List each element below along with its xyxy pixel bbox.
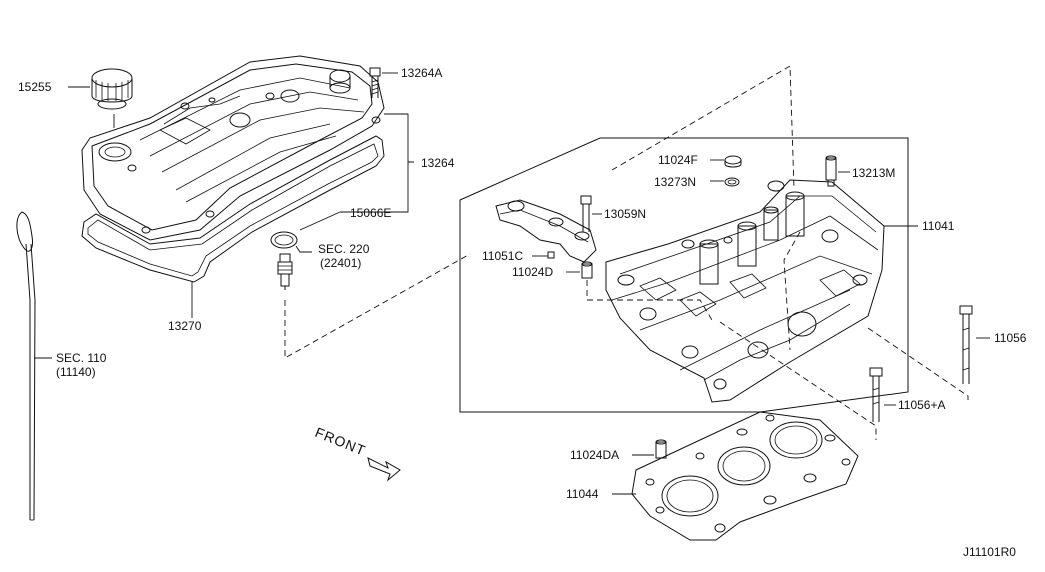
plug-11051c (547, 251, 555, 259)
label-13059n: 13059N (604, 207, 646, 221)
o-ring-13273n (724, 177, 740, 187)
head-bolt-11056a (869, 367, 883, 422)
label-11041: 11041 (922, 219, 955, 233)
label-15066e: 15066E (350, 206, 391, 220)
part-labels: 15255 13264A 13264 15066E SEC. 220 (2240… (18, 66, 1027, 559)
leader-lines (34, 72, 990, 495)
label-11024f: 11024F (658, 153, 698, 167)
cap-11024f (724, 155, 742, 168)
label-13213m: 13213M (852, 166, 895, 180)
bolt-13059n (580, 195, 592, 232)
label-11024da: 11024DA (570, 448, 619, 462)
label-11056: 11056 (994, 331, 1027, 345)
label-11044: 11044 (566, 487, 599, 501)
label-13264: 13264 (421, 156, 455, 170)
front-arrow: FRONT (313, 424, 401, 482)
sensor-13213m (825, 155, 837, 187)
label-13273n: 13273N (654, 175, 696, 189)
label-11024d: 11024D (512, 265, 553, 279)
dowel-11024d (581, 261, 713, 321)
label-sec220: SEC. 220 (318, 242, 370, 256)
label-sec110-sub: (11140) (56, 365, 96, 379)
bolt-13264a (369, 67, 381, 98)
label-sec110: SEC. 110 (56, 351, 107, 365)
label-13270: 13270 (168, 319, 202, 333)
dowel-11024da (655, 439, 667, 459)
label-15255: 15255 (18, 80, 52, 94)
diagram-id: J11101R0 (963, 545, 1016, 559)
rocker-cover-gasket (81, 135, 385, 283)
head-bolt-11056 (959, 305, 973, 384)
label-13264a: 13264A (401, 66, 442, 80)
front-label: FRONT (313, 424, 368, 459)
o-ring-15066e (270, 231, 298, 249)
oil-dipstick (16, 211, 36, 521)
head-gasket (631, 411, 859, 541)
rocker-cover (81, 55, 385, 241)
camshaft-bracket (495, 199, 597, 263)
spark-plug (277, 253, 293, 290)
cylinder-head (605, 179, 885, 403)
label-sec220-sub: (22401) (320, 256, 361, 270)
oil-filler-cap (91, 68, 133, 110)
label-11051c: 11051C (482, 249, 523, 263)
label-11056a: 11056+A (898, 398, 946, 412)
